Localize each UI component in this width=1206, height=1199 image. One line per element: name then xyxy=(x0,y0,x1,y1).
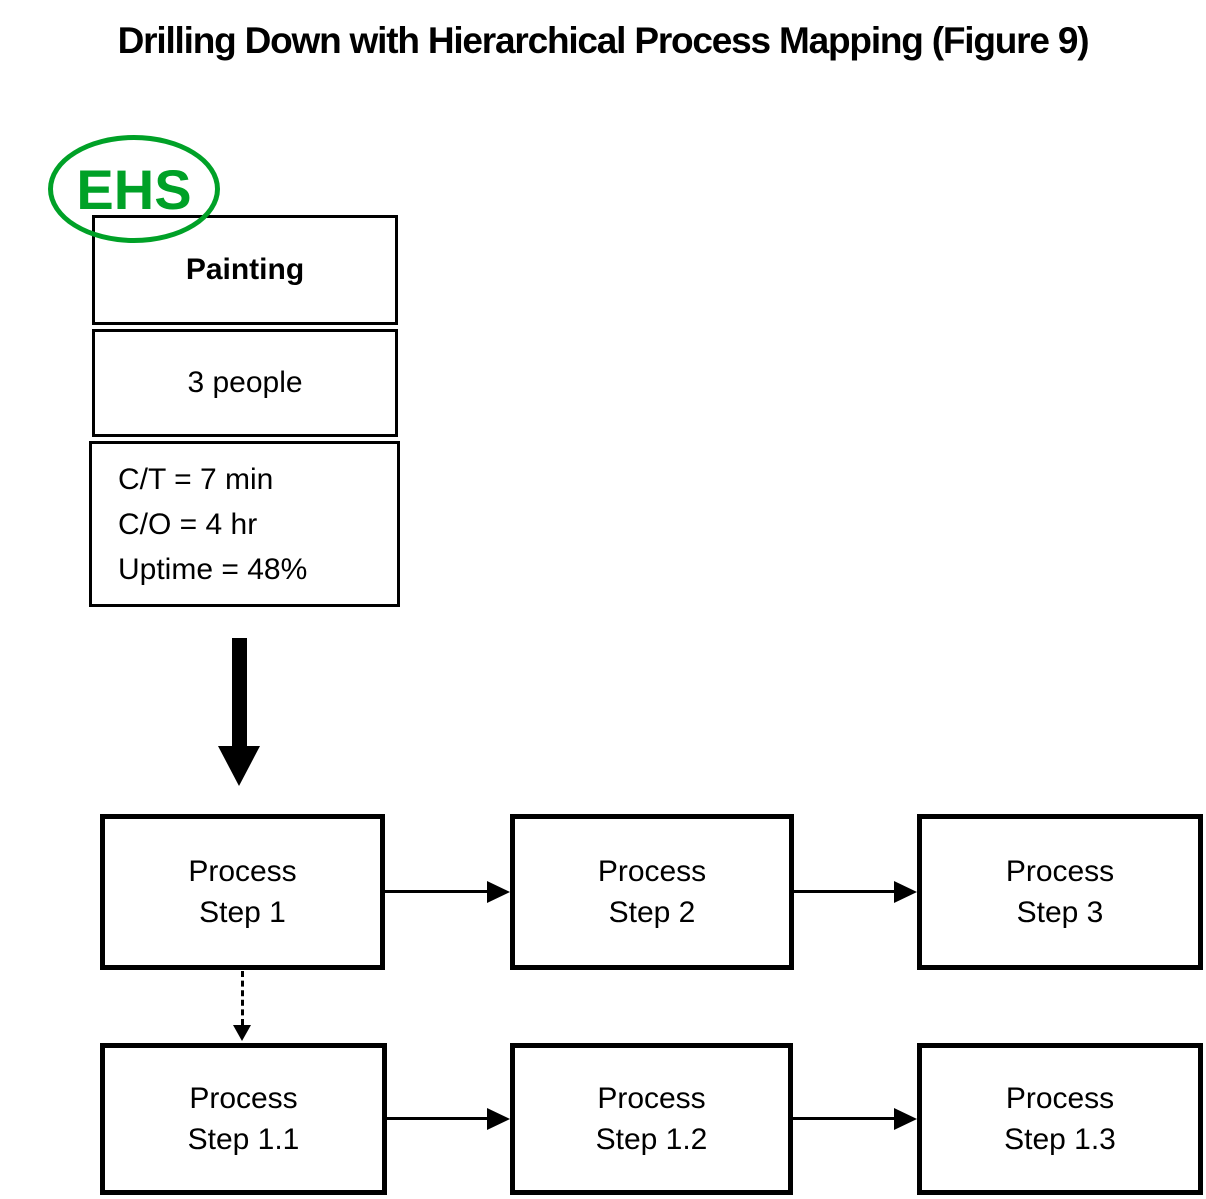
flow-arrow-step1-step2-line xyxy=(385,890,489,893)
metric-uptime: Uptime = 48% xyxy=(118,552,308,586)
process-step-3-box: Process Step 3 xyxy=(917,814,1203,970)
process-step-3-line2: Step 3 xyxy=(1016,896,1104,929)
flow-arrow-step2-step3-head-icon xyxy=(894,881,917,903)
flow-arrow-step12-step13-line xyxy=(793,1117,896,1120)
process-step-1-box: Process Step 1 xyxy=(100,814,385,970)
flow-arrow-step1-step2-head-icon xyxy=(487,881,510,903)
process-step-1-3-box: Process Step 1.3 xyxy=(917,1043,1203,1195)
process-step-1-3-line1: Process xyxy=(1005,1082,1115,1115)
process-step-1-2-box: Process Step 1.2 xyxy=(510,1043,793,1195)
process-step-2-line1: Process xyxy=(597,855,707,888)
flow-arrow-step11-step12-head-icon xyxy=(487,1108,510,1130)
dashed-drill-line xyxy=(241,971,244,1025)
process-step-1-1-line2: Step 1.1 xyxy=(187,1123,300,1156)
process-step-2-box: Process Step 2 xyxy=(510,814,794,970)
metrics-box: C/T = 7 min C/O = 4 hr Uptime = 48% xyxy=(89,441,400,607)
painting-title-label: Painting xyxy=(185,253,305,286)
flow-arrow-step12-step13-head-icon xyxy=(894,1108,917,1130)
process-step-1-line2: Step 1 xyxy=(199,896,286,929)
ehs-annotation-ellipse: EHS xyxy=(48,135,220,243)
drill-down-arrow-head-icon xyxy=(218,746,260,786)
process-step-3-line1: Process xyxy=(1005,855,1115,888)
process-step-1-2-line2: Step 1.2 xyxy=(595,1123,708,1156)
process-step-1-2-line1: Process xyxy=(597,1082,706,1115)
drill-down-arrow-shaft xyxy=(232,638,247,748)
figure-title: Drilling Down with Hierarchical Process … xyxy=(117,20,1090,61)
dashed-drill-arrowhead-icon xyxy=(233,1025,251,1041)
metric-changeover: C/O = 4 hr xyxy=(118,507,258,541)
process-step-1-1-box: Process Step 1.1 xyxy=(100,1043,387,1195)
flow-arrow-step2-step3-line xyxy=(794,890,896,893)
process-step-1-line1: Process xyxy=(188,855,297,888)
metric-cycle-time: C/T = 7 min xyxy=(118,462,274,496)
process-step-1-1-line1: Process xyxy=(189,1082,298,1115)
ehs-annotation-label: EHS xyxy=(76,157,192,221)
staffing-label: 3 people xyxy=(187,366,303,399)
flow-arrow-step11-step12-line xyxy=(387,1117,489,1120)
process-step-1-3-line2: Step 1.3 xyxy=(1004,1123,1116,1156)
staffing-box: 3 people xyxy=(92,329,398,437)
process-step-2-line2: Step 2 xyxy=(608,896,696,929)
